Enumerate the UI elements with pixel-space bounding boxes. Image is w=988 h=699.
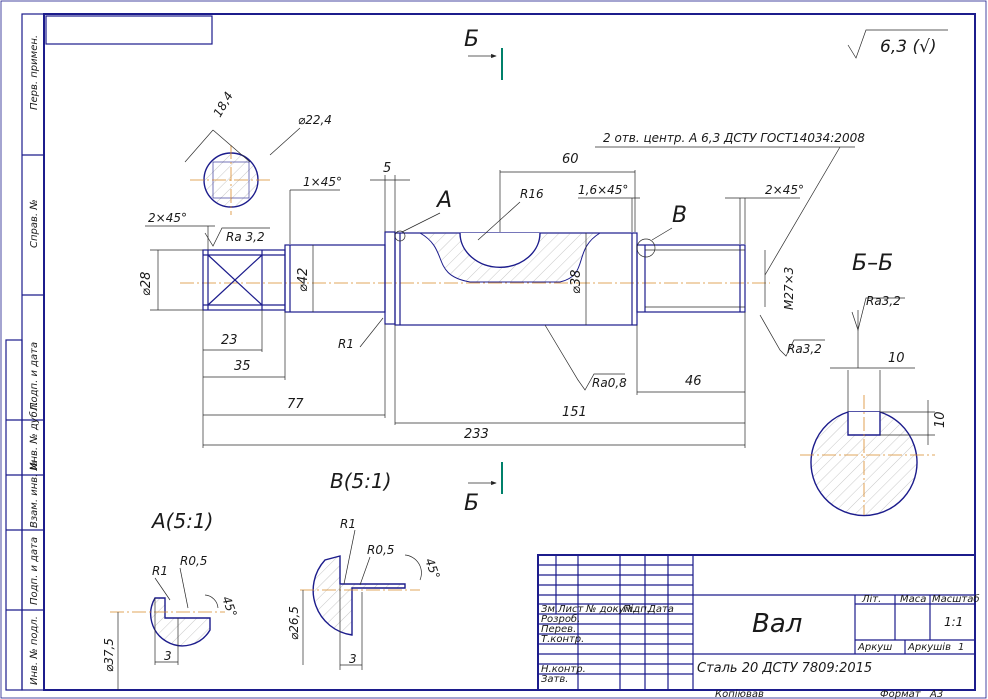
dim-m27: M27×3	[782, 267, 796, 310]
dim-60: 60	[562, 152, 579, 167]
tb-sheet-label: Аркуш	[857, 642, 892, 653]
tb-lit-label: Літ.	[861, 593, 881, 605]
roughness-ra08: Ra0,8	[592, 376, 627, 390]
stamp-podp-data-1: Подп. и дата	[29, 342, 40, 410]
dim-d28: ⌀28	[139, 272, 154, 296]
tb-header-pidp: Підп.	[623, 603, 650, 615]
section-mark-top: Б	[464, 27, 503, 80]
tb-scale-value: 1:1	[944, 615, 963, 629]
stamp-podp-data-2: Подп. и дата	[29, 537, 40, 605]
stamp-perv-primen: Перв. примен.	[29, 35, 40, 110]
tb-scale-label: Масштаб	[932, 593, 980, 605]
detail-a-dim-3: 3	[164, 649, 172, 663]
section-mark-top-letter: Б	[464, 27, 479, 52]
title-block: Зм. Лист № докум. Підп. Дата Розроб. Пер…	[537, 554, 980, 699]
chamfer-1x45: 1×45°	[303, 175, 342, 189]
detail-a-r1: R1	[152, 564, 168, 578]
dim-35: 35	[234, 359, 251, 374]
detail-b-dim-3: 3	[349, 652, 357, 666]
dim-151: 151	[562, 405, 587, 420]
detail-b-dim-d265: ⌀26,5	[287, 606, 301, 640]
end-section-view: 18,4 ⌀22,4	[184, 89, 332, 215]
roughness-ra32-right: Ra3,2	[787, 342, 822, 356]
section-roughness-ra32: Ra3,2	[866, 294, 901, 308]
dim-18-4: 18,4	[210, 89, 235, 119]
section-mark-bottom: Б	[464, 462, 503, 516]
tb-sheets-value: 1	[958, 642, 964, 653]
tb-header-zm: Зм.	[541, 604, 558, 615]
dim-5: 5	[383, 161, 391, 176]
detail-b-view: B(5:1) 3 ⌀26,5 R1 R0,5 45°	[287, 469, 443, 670]
detail-a-angle: 45°	[219, 594, 239, 619]
dim-233: 233	[464, 427, 489, 442]
detail-a-title: A(5:1)	[150, 509, 213, 533]
detail-b-letter: B	[672, 203, 687, 228]
tb-row-zatv: Затв.	[541, 674, 568, 685]
section-dim-10b: 10	[933, 411, 948, 428]
shaft-main-view	[180, 230, 770, 326]
tb-row-nkontr: Н.контр.	[541, 664, 586, 675]
center-hole-note: 2 отв. центр. А 6,3 ДСТУ ГОСТ14034:2008	[603, 131, 865, 145]
section-mark-bottom-letter: Б	[464, 491, 479, 516]
dim-23: 23	[221, 333, 238, 348]
detail-b-r05: R0,5	[367, 543, 394, 557]
detail-labels: A B	[401, 188, 687, 241]
section-dim-10a: 10	[888, 351, 905, 366]
dim-77: 77	[287, 397, 304, 412]
dim-46: 46	[685, 374, 702, 389]
chamfer-16x45: 1,6×45°	[578, 183, 628, 197]
tb-header-list: Лист	[557, 604, 585, 615]
detail-a-letter: A	[435, 188, 452, 213]
stamp-inv-dubl: Инв. № дубл.	[28, 402, 40, 470]
detail-a-view: A(5:1) 3 ⌀37,5 R1 R0,5 45°	[102, 509, 240, 690]
tb-part-name: Вал	[752, 609, 802, 639]
tb-row-tkontr: Т.контр.	[541, 634, 584, 645]
side-stamps: Перв. примен. Справ. № Подп. и дата Инв.…	[28, 35, 40, 685]
detail-a-r05: R0,5	[180, 554, 207, 568]
stamp-sprav: Справ. №	[29, 199, 40, 248]
stamp-inv-podl: Инв. № подл.	[29, 616, 40, 685]
roughness-ra32-left: Ra 3,2	[226, 230, 265, 244]
tb-copied: Копіював	[715, 688, 764, 699]
chamfer-2x45-left: 2×45°	[148, 211, 187, 225]
tb-row-perev: Перев.	[541, 624, 576, 635]
detail-b-r1: R1	[340, 517, 356, 531]
tb-format-value: А3	[929, 689, 943, 699]
tb-mass-label: Маса	[900, 594, 926, 605]
tb-header-data: Дата	[647, 604, 674, 615]
detail-a-dim-d375: ⌀37,5	[102, 638, 116, 672]
tb-sheets-label: Аркушів	[907, 641, 951, 653]
section-bb-title: Б–Б	[852, 251, 893, 276]
main-view-dimensions: 2 отв. центр. А 6,3 ДСТУ ГОСТ14034:2008 …	[139, 131, 865, 448]
stamp-vzam-inv: Взам. инв. №	[29, 460, 40, 528]
general-roughness: 6,3 (√)	[847, 29, 948, 59]
dim-d38: ⌀38	[569, 270, 584, 294]
detail-b-angle: 45°	[422, 556, 442, 581]
section-bb-view: Б–Б 10 10 Ra3,2	[800, 251, 948, 517]
tb-format-label: Формат	[880, 689, 922, 699]
chamfer-2x45-right: 2×45°	[765, 183, 804, 197]
tb-row-rozrob: Розроб.	[541, 613, 580, 625]
dim-d22-4: ⌀22,4	[298, 113, 332, 127]
tb-header-dokum: № докум.	[585, 604, 635, 615]
dim-r1: R1	[338, 337, 354, 351]
dim-d42: ⌀42	[296, 268, 311, 292]
detail-b-title: B(5:1)	[330, 469, 392, 493]
tb-material: Сталь 20 ДСТУ 7809:2015	[697, 661, 872, 676]
dim-r16: R16	[520, 187, 544, 201]
roughness-general-label: 6,3 (√)	[880, 37, 937, 57]
